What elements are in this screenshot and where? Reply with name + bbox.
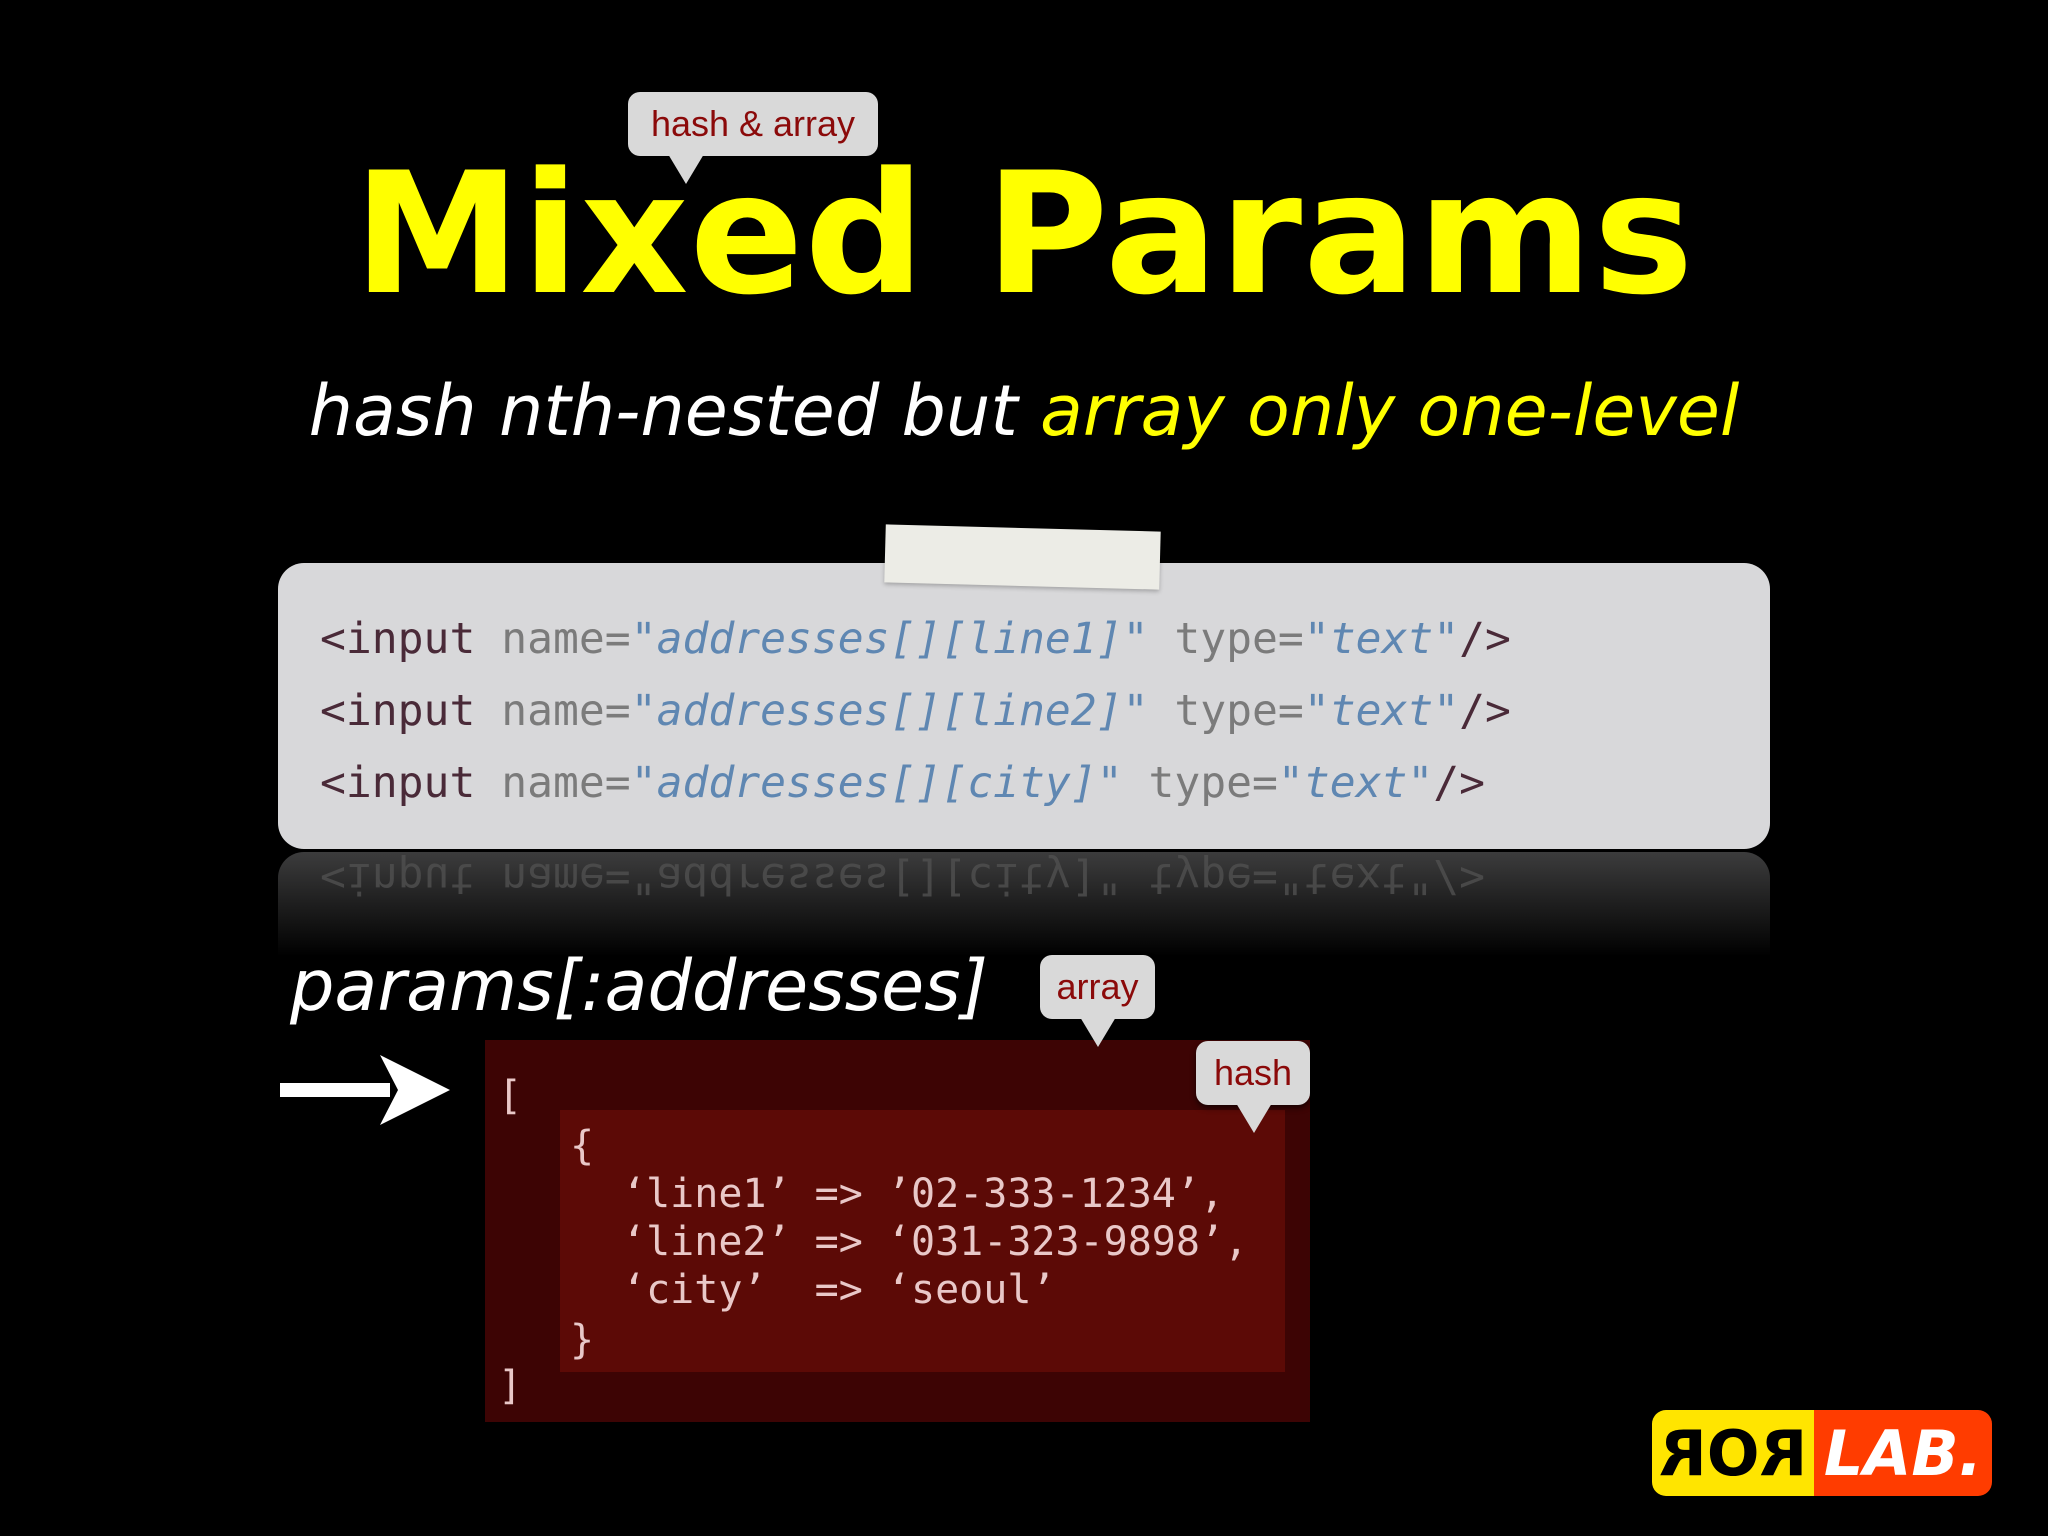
array-callout: array	[1040, 955, 1155, 1047]
array-callout-text: array	[1056, 966, 1139, 1007]
logo-ror: ROR	[1652, 1410, 1814, 1496]
tape-strip	[884, 524, 1161, 590]
params-label: params[:addresses]	[290, 945, 988, 1027]
subtitle-highlight: array only one-level	[1040, 370, 1740, 452]
code-line: <input name="addresses[][line1]" type="t…	[320, 614, 1511, 664]
right-arrow-icon	[280, 1055, 450, 1125]
title-callout-text: hash & array	[650, 103, 856, 144]
hash-entry: ‘line2’ => ‘031-323-9898’,	[622, 1219, 1249, 1265]
close-bracket: ]	[498, 1363, 523, 1409]
close-brace: }	[570, 1317, 595, 1363]
logo-lab: LAB.	[1814, 1410, 1992, 1496]
subtitle-plain: hash nth-nested but	[308, 370, 1041, 452]
code-line: <input name="addresses[][city]" type="te…	[320, 758, 1486, 808]
code-line: <input name="addresses[][line2]" type="t…	[320, 686, 1511, 736]
hash-callout-tail	[1236, 1103, 1272, 1133]
title-callout-tail	[668, 154, 704, 184]
code-panel-reflection: <input name="addresses[][city]" type="te…	[278, 852, 1770, 962]
title-callout: hash & array	[628, 92, 878, 184]
rorlab-logo: ROR LAB.	[1652, 1410, 1992, 1496]
open-brace: {	[570, 1123, 595, 1169]
hash-box	[560, 1110, 1285, 1372]
hash-entry: ‘city’ => ‘seoul’	[622, 1267, 1056, 1313]
code-panel: <input name="addresses[][line1]" type="t…	[278, 563, 1770, 849]
array-callout-tail	[1080, 1017, 1116, 1047]
hash-callout: hash	[1196, 1041, 1310, 1133]
hash-callout-text: hash	[1213, 1052, 1293, 1093]
reflection-text: <input name="addresses[][city]" type="te…	[320, 853, 1485, 903]
open-bracket: [	[498, 1073, 523, 1119]
slide-subtitle: hash nth-nested but array only one-level	[0, 370, 2048, 452]
slide-title: Mixed Params	[353, 136, 1695, 332]
hash-entry: ‘line1’ => ’02-333-1234’,	[622, 1171, 1225, 1217]
